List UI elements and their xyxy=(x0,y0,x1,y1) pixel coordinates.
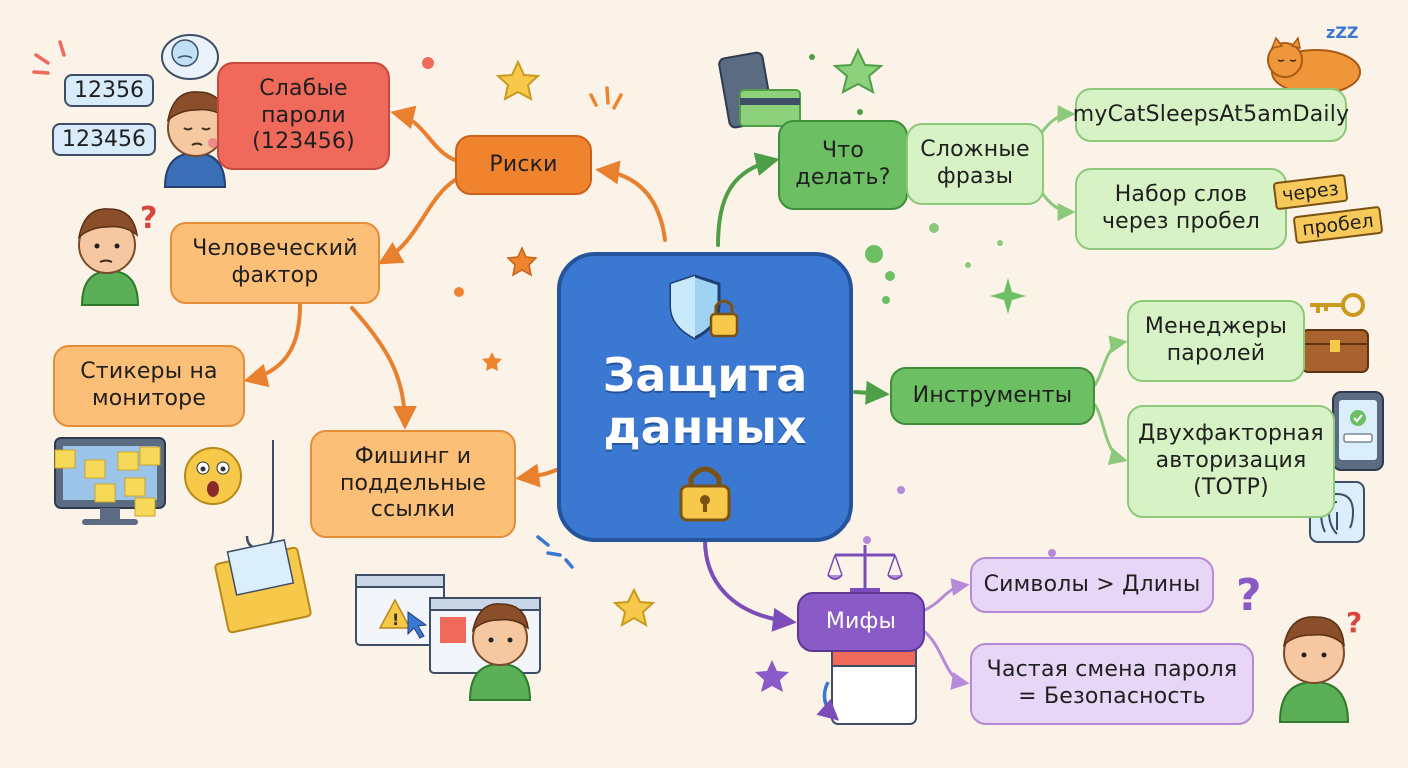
shield-lock-icon xyxy=(669,274,739,341)
sparkle-icon xyxy=(990,278,1026,314)
complex-phrases-node[interactable]: Сложные фразы xyxy=(906,123,1044,205)
shocked-face-icon xyxy=(184,447,242,505)
star-icon xyxy=(482,352,502,371)
todo-connectors xyxy=(716,105,1128,466)
myths-node[interactable]: Мифы xyxy=(797,592,925,652)
phone-2fa-icon xyxy=(1332,391,1384,471)
central-title: Защита данных xyxy=(602,348,808,454)
sleep-z-text: zZZ xyxy=(1326,23,1359,42)
sad-face-bubble-icon xyxy=(161,34,219,80)
weak-passwords-node[interactable]: Слабые пароли (123456) xyxy=(217,62,390,170)
risks-node[interactable]: Риски xyxy=(455,135,592,195)
stickers-on-monitor-node[interactable]: Стикеры на мониторе xyxy=(53,345,245,427)
svg-text:?: ? xyxy=(1346,606,1362,639)
phishing-node[interactable]: Фишинг и поддельные ссылки xyxy=(310,430,516,538)
central-node[interactable]: Защита данных xyxy=(557,252,853,542)
words-with-space-node[interactable]: Набор слов через пробел xyxy=(1075,168,1287,250)
human-factor-node[interactable]: Человеческий фактор xyxy=(170,222,380,304)
star-icon xyxy=(495,59,541,101)
thinking-boy-icon xyxy=(468,603,532,701)
star-icon xyxy=(832,47,884,94)
svg-text:?: ? xyxy=(140,201,157,236)
sleeping-cat-icon xyxy=(1267,36,1361,95)
calendar-refresh-icon xyxy=(816,649,917,725)
example-phrase-node[interactable]: myCatSleepsAt5amDaily xyxy=(1073,88,1349,142)
monitor-with-stickers-icon xyxy=(54,437,166,525)
question-mark-icon: ? xyxy=(1236,570,1262,621)
two-factor-node[interactable]: Двухфакторная авторизация (TOTP) xyxy=(1127,405,1335,518)
decor-stars xyxy=(422,47,1056,692)
password-tag-1: 12356 xyxy=(64,74,154,107)
key-chest-icon xyxy=(1301,293,1369,373)
star-icon xyxy=(755,660,789,692)
svg-text:?: ? xyxy=(1236,570,1262,621)
star-icon xyxy=(612,587,656,628)
scales-icon xyxy=(827,545,903,594)
password-managers-node[interactable]: Менеджеры паролей xyxy=(1127,300,1305,382)
myths-connectors xyxy=(703,538,970,690)
phishing-envelope-icon xyxy=(214,440,312,634)
what-to-do-node[interactable]: Что делать? xyxy=(778,120,908,210)
password-tag-2: 123456 xyxy=(52,123,156,156)
confused-boy-icon: ? xyxy=(77,201,157,306)
padlock-icon xyxy=(679,466,731,522)
star-icon xyxy=(506,246,538,277)
phone-card-icon xyxy=(718,51,801,129)
tools-node[interactable]: Инструменты xyxy=(890,367,1095,425)
tired-boy-icon xyxy=(163,91,228,188)
thinking-boy-right-icon: ? xyxy=(1278,606,1362,723)
svg-text:!: ! xyxy=(392,610,399,629)
frequent-change-node[interactable]: Частая смена пароля = Безопасность xyxy=(970,643,1254,725)
decor-dashes xyxy=(32,40,623,569)
symbols-vs-length-node[interactable]: Символы > Длины xyxy=(970,557,1214,613)
risks-connectors xyxy=(243,105,667,488)
